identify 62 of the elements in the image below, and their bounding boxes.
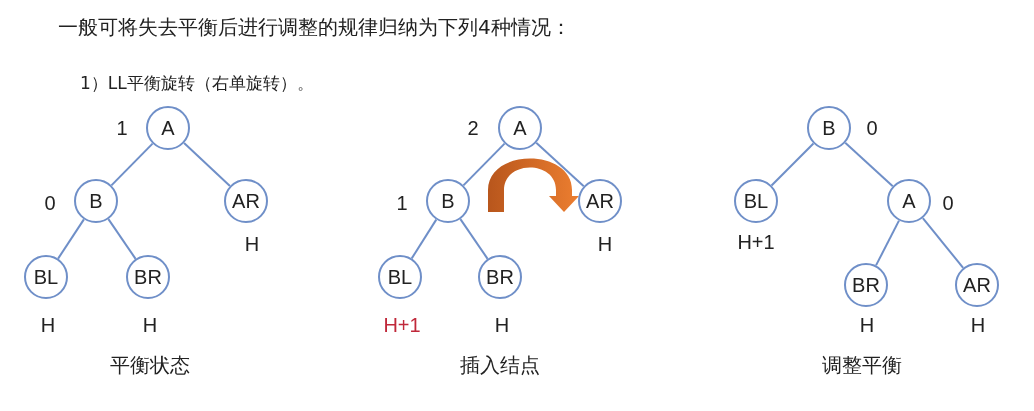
balance-factor: 0 bbox=[942, 191, 954, 215]
subtree-height: H bbox=[859, 313, 875, 337]
node-label: BR bbox=[486, 265, 514, 289]
node-label: AR bbox=[963, 273, 991, 297]
node-label: A bbox=[513, 116, 527, 140]
node-label: B bbox=[441, 189, 455, 213]
tree-edge bbox=[462, 142, 506, 187]
tree-node-circle bbox=[24, 255, 68, 299]
tree-node-circle bbox=[146, 106, 190, 150]
tree-node-circle bbox=[478, 255, 522, 299]
tree-caption: 调整平衡 bbox=[822, 352, 902, 379]
balance-factor: 1 bbox=[396, 191, 408, 215]
tree-node-circle bbox=[887, 179, 931, 223]
tree-node-circle bbox=[426, 179, 470, 223]
tree-edge bbox=[183, 142, 231, 187]
tree-edge bbox=[57, 218, 85, 260]
subtree-height: H bbox=[40, 313, 56, 337]
tree-edge bbox=[459, 218, 489, 260]
tree-edge bbox=[921, 217, 965, 269]
tree-node-circle bbox=[498, 106, 542, 150]
tree-edge bbox=[535, 141, 585, 188]
tree-edge bbox=[110, 142, 154, 187]
node-label: AR bbox=[232, 189, 260, 213]
tree-node-circle bbox=[74, 179, 118, 223]
tree-caption: 插入结点 bbox=[460, 352, 540, 379]
subtree-height: H bbox=[494, 313, 510, 337]
tree-caption: 平衡状态 bbox=[110, 352, 190, 379]
balance-factor: 0 bbox=[44, 191, 56, 215]
node-label: BL bbox=[387, 265, 413, 289]
tree-node-circle bbox=[378, 255, 422, 299]
node-label: BR bbox=[134, 265, 162, 289]
tree-edge bbox=[410, 218, 438, 260]
subtree-height: H+1 bbox=[383, 313, 421, 337]
node-label: BL bbox=[33, 265, 59, 289]
heading: 一般可将失去平衡后进行调整的规律归纳为下列4种情况： bbox=[58, 14, 571, 41]
subtree-height: H bbox=[244, 232, 260, 256]
node-label: A bbox=[161, 116, 175, 140]
tree-edge bbox=[875, 219, 900, 267]
subtree-height: H+1 bbox=[737, 230, 775, 254]
tree-edge bbox=[107, 218, 137, 260]
subheading: 1）LL平衡旋转（右单旋转）。 bbox=[80, 72, 314, 95]
tree-edge bbox=[844, 141, 894, 188]
tree-node-circle bbox=[955, 263, 999, 307]
balance-factor: 0 bbox=[866, 116, 878, 140]
node-label: A bbox=[902, 189, 916, 213]
subtree-height: H bbox=[597, 232, 613, 256]
balance-factor: 2 bbox=[467, 116, 479, 140]
subtree-height: H bbox=[142, 313, 158, 337]
node-label: BL bbox=[743, 189, 769, 213]
tree-edge bbox=[770, 142, 815, 187]
tree-node-circle bbox=[224, 179, 268, 223]
node-label: BR bbox=[852, 273, 880, 297]
tree-node-circle bbox=[844, 263, 888, 307]
tree-node-circle bbox=[126, 255, 170, 299]
subtree-height: H bbox=[970, 313, 986, 337]
tree-node-circle bbox=[578, 179, 622, 223]
balance-factor: 1 bbox=[116, 116, 128, 140]
node-label: B bbox=[89, 189, 103, 213]
tree-node-circle bbox=[734, 179, 778, 223]
node-label: AR bbox=[586, 189, 614, 213]
node-label: B bbox=[822, 116, 836, 140]
tree-node-circle bbox=[807, 106, 851, 150]
